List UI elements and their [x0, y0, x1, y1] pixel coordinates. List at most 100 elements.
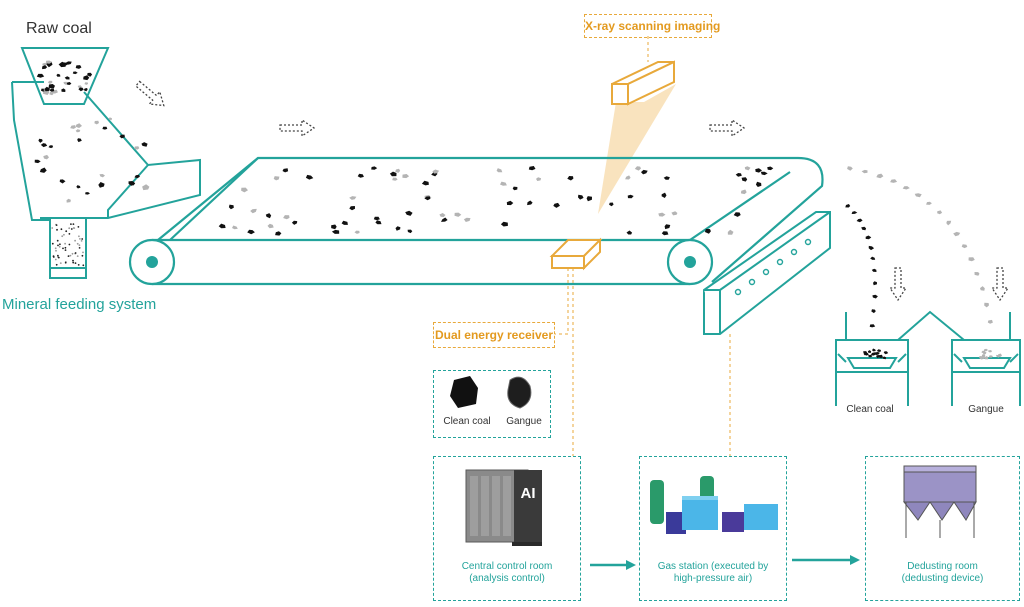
coal-piece	[727, 229, 734, 235]
fine-particle	[64, 246, 67, 249]
coal-piece	[98, 182, 105, 188]
coal-piece	[512, 186, 518, 191]
bin-clean-coal-label: Clean coal	[846, 404, 894, 415]
hopper-raw-coal	[36, 60, 93, 96]
fine-particle	[69, 254, 72, 257]
coal-piece	[305, 174, 314, 180]
fine-particle	[56, 229, 58, 231]
fine-particle	[51, 242, 54, 245]
coal-piece	[142, 184, 150, 191]
flow-arrow-belt-1	[279, 119, 315, 137]
coal-piece	[228, 204, 234, 210]
coal-piece	[914, 193, 922, 198]
coal-piece	[99, 174, 105, 178]
ejected-trajectories	[845, 166, 993, 328]
coal-piece	[865, 235, 872, 240]
coal-piece	[500, 181, 507, 186]
coal-piece	[40, 143, 48, 148]
coal-piece	[331, 229, 340, 234]
coal-piece	[735, 173, 742, 177]
fine-particle	[82, 264, 85, 267]
coal-piece	[979, 356, 983, 359]
fine-particle	[72, 261, 75, 264]
fine-particle	[79, 238, 81, 240]
bin-piles	[863, 348, 1002, 360]
coal-piece	[767, 166, 774, 171]
panel-dedusting-caption: Dedusting room (dedusting device)	[866, 561, 1019, 585]
coal-piece	[331, 224, 337, 230]
fine-particle	[82, 251, 84, 254]
coal-piece	[883, 351, 889, 355]
coal-piece	[291, 220, 298, 225]
coal-piece	[49, 92, 54, 96]
coal-piece	[218, 223, 226, 229]
coal-piece	[375, 220, 382, 225]
coal-piece	[424, 196, 431, 201]
coal-piece	[872, 294, 878, 299]
coal-piece	[671, 211, 678, 216]
coal-piece	[75, 129, 81, 133]
fine-particle	[63, 233, 65, 236]
coal-piece	[641, 169, 648, 175]
feeder-coal-pieces	[34, 117, 150, 203]
coal-piece	[87, 72, 93, 77]
panel-central-control-line1: Central control room	[461, 561, 553, 572]
fine-particle	[57, 256, 60, 259]
coal-piece	[76, 123, 82, 128]
coal-piece	[634, 166, 641, 171]
coal-piece	[77, 138, 82, 143]
fine-particle	[74, 262, 77, 264]
coal-piece	[273, 176, 280, 181]
coal-piece	[926, 201, 932, 205]
coal-piece	[49, 88, 55, 92]
coal-piece	[527, 200, 533, 206]
legend-box	[433, 370, 551, 438]
nozzle-holes	[734, 238, 812, 296]
fine-particle	[59, 243, 61, 246]
coal-piece	[586, 196, 592, 202]
coal-piece	[567, 176, 574, 181]
fine-particle	[52, 255, 55, 258]
fine-particle	[65, 230, 68, 233]
coal-piece	[70, 125, 76, 129]
coal-piece	[744, 166, 751, 171]
coal-piece	[371, 166, 378, 170]
legend-gangue-label: Gangue	[506, 416, 542, 427]
fine-particle	[51, 227, 54, 229]
belt-roller-right	[684, 256, 696, 268]
coal-piece	[34, 159, 41, 164]
coal-piece	[354, 230, 360, 234]
nozzle-hole	[734, 288, 742, 296]
fine-particle	[59, 262, 62, 264]
fine-particle	[81, 254, 84, 257]
coal-piece	[94, 120, 99, 125]
coal-piece	[36, 73, 45, 78]
coal-piece	[741, 177, 748, 182]
coal-piece	[47, 80, 53, 84]
fine-particle	[76, 255, 79, 257]
panel-central-control-line2: (analysis control)	[469, 573, 545, 584]
coal-piece	[134, 174, 140, 179]
coal-piece	[432, 169, 440, 174]
coal-piece	[868, 354, 873, 358]
coal-piece	[878, 354, 883, 359]
nozzle-hole	[762, 268, 770, 276]
flow-arrow-belt-2	[709, 119, 745, 137]
collection-bins	[835, 310, 1021, 406]
coal-piece	[63, 81, 68, 85]
coal-piece	[869, 324, 876, 328]
coal-piece	[395, 168, 401, 173]
coal-piece	[59, 179, 66, 184]
fine-particle	[70, 228, 73, 230]
coal-piece	[232, 225, 238, 230]
coal-piece	[421, 180, 429, 186]
coal-piece	[42, 62, 47, 67]
coal-piece	[864, 352, 869, 356]
coal-piece	[102, 126, 108, 130]
fine-particle	[77, 226, 80, 228]
fine-particle	[73, 227, 76, 230]
fine-particle	[76, 242, 79, 245]
panel-dedusting-line2: (dedusting device)	[901, 573, 984, 584]
legend-clean-coal-sample	[450, 376, 478, 408]
coal-piece	[265, 213, 272, 219]
